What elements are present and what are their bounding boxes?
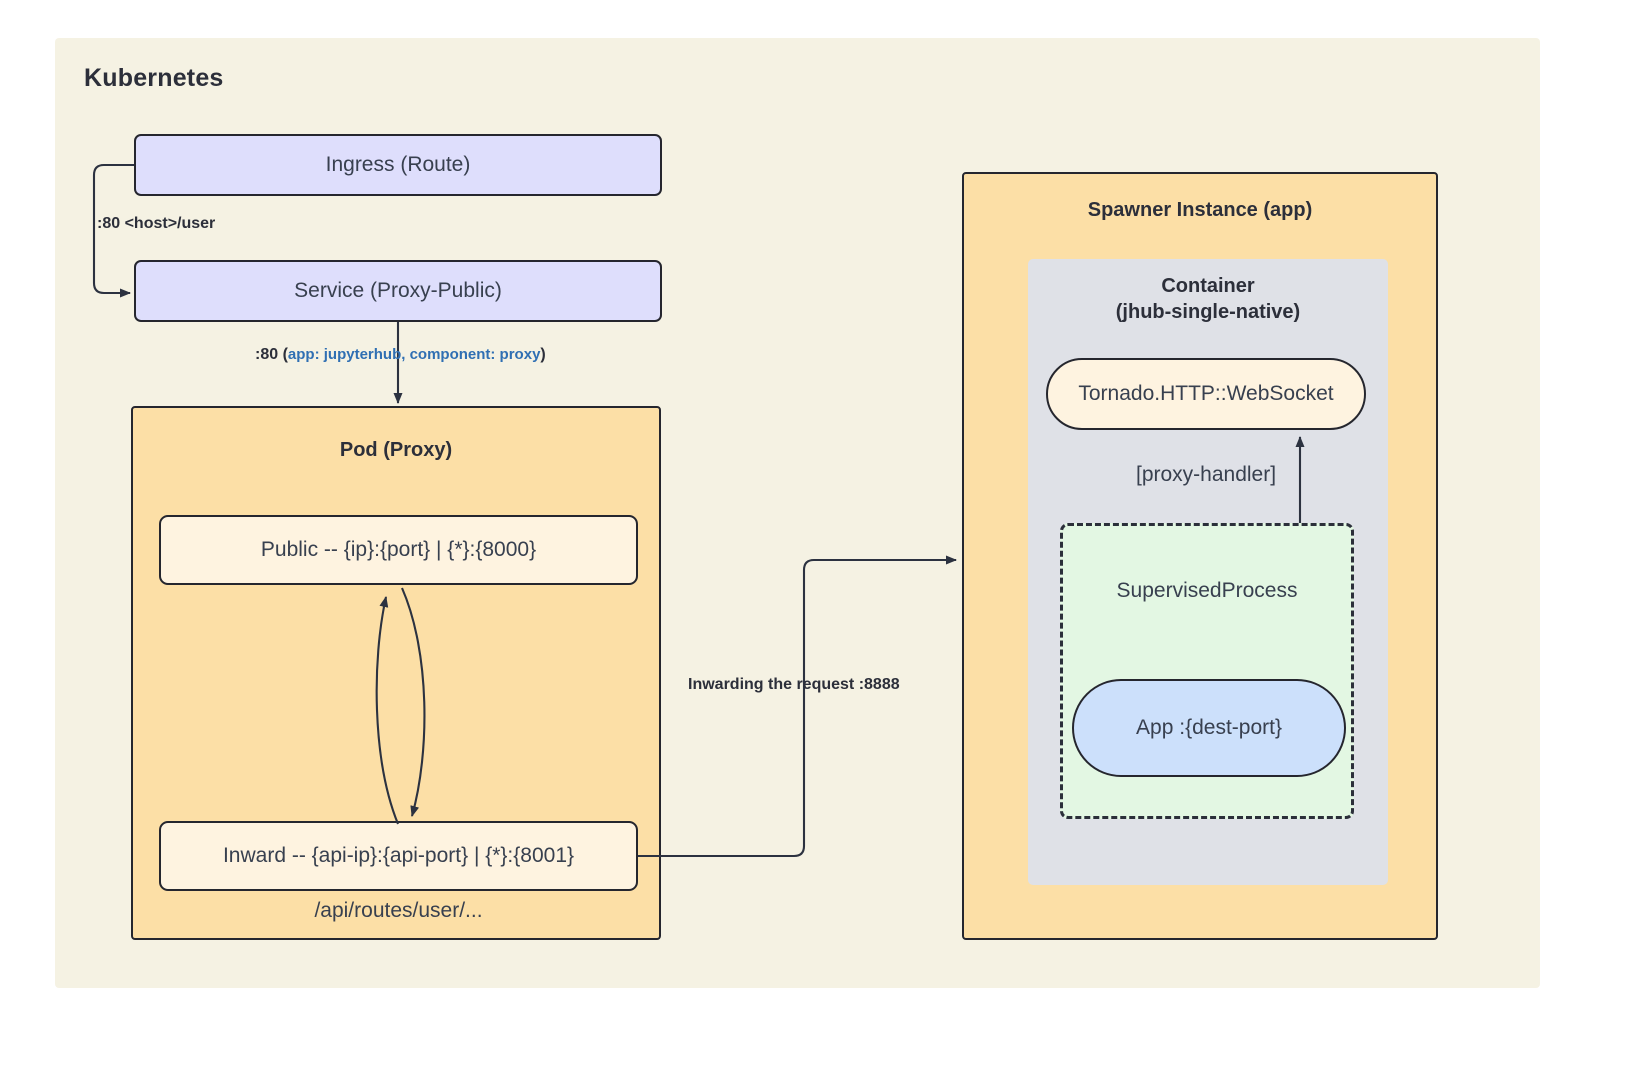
edge-label-paren-close: ) bbox=[540, 346, 546, 363]
node-tornado-websocket[interactable]: Tornado.HTTP::WebSocket bbox=[1046, 358, 1366, 430]
node-tornado-websocket-label: Tornado.HTTP::WebSocket bbox=[1078, 381, 1334, 405]
pod-proxy-group-title: Pod (Proxy) bbox=[339, 439, 453, 461]
edge-label-port: :80 ( bbox=[255, 346, 288, 363]
node-ingress-label: Ingress (Route) bbox=[325, 152, 471, 176]
edge-label-selector: app: jupyterhub, component: proxy bbox=[287, 346, 541, 363]
edge-label-inward-to-spawner: Inwarding the request :8888 bbox=[688, 676, 900, 693]
edge-ingress-to-service bbox=[92, 163, 134, 298]
node-public[interactable]: Public -- {ip}:{port} | {*}:{8000} bbox=[159, 515, 638, 585]
container-title-line1: Container bbox=[1161, 275, 1255, 297]
node-service-label: Service (Proxy-Public) bbox=[294, 278, 502, 302]
node-public-label: Public -- {ip}:{port} | {*}:{8000} bbox=[260, 537, 537, 561]
edge-label-ingress-to-service: :80 <host>/user bbox=[97, 215, 216, 232]
spawner-instance-group-title: Spawner Instance (app) bbox=[1087, 199, 1313, 221]
edge-inward-to-spawner bbox=[638, 555, 957, 858]
node-ingress[interactable]: Ingress (Route) bbox=[134, 134, 662, 196]
container-group-title: Container (jhub-single-native) bbox=[1028, 273, 1388, 325]
supervised-process-group-title: SupervisedProcess bbox=[1116, 579, 1298, 602]
node-inward-label: Inward -- {api-ip}:{api-port} | {*}:{800… bbox=[222, 843, 575, 867]
node-app-label: App :{dest-port} bbox=[1136, 715, 1282, 739]
kubernetes-group-title: Kubernetes bbox=[84, 64, 224, 92]
edge-label-service-to-pod: :80 (app: jupyterhub, component: proxy) bbox=[255, 346, 546, 364]
api-routes-label: /api/routes/user/... bbox=[314, 899, 483, 922]
node-app[interactable]: App :{dest-port} bbox=[1072, 679, 1346, 777]
edge-label-proxy-handler: [proxy-handler] bbox=[1136, 463, 1277, 486]
node-inward[interactable]: Inward -- {api-ip}:{api-port} | {*}:{800… bbox=[159, 821, 638, 891]
container-title-line2: (jhub-single-native) bbox=[1115, 301, 1301, 323]
node-service[interactable]: Service (Proxy-Public) bbox=[134, 260, 662, 322]
edge-public-to-inward bbox=[401, 587, 426, 817]
edge-inward-to-public bbox=[375, 596, 399, 825]
